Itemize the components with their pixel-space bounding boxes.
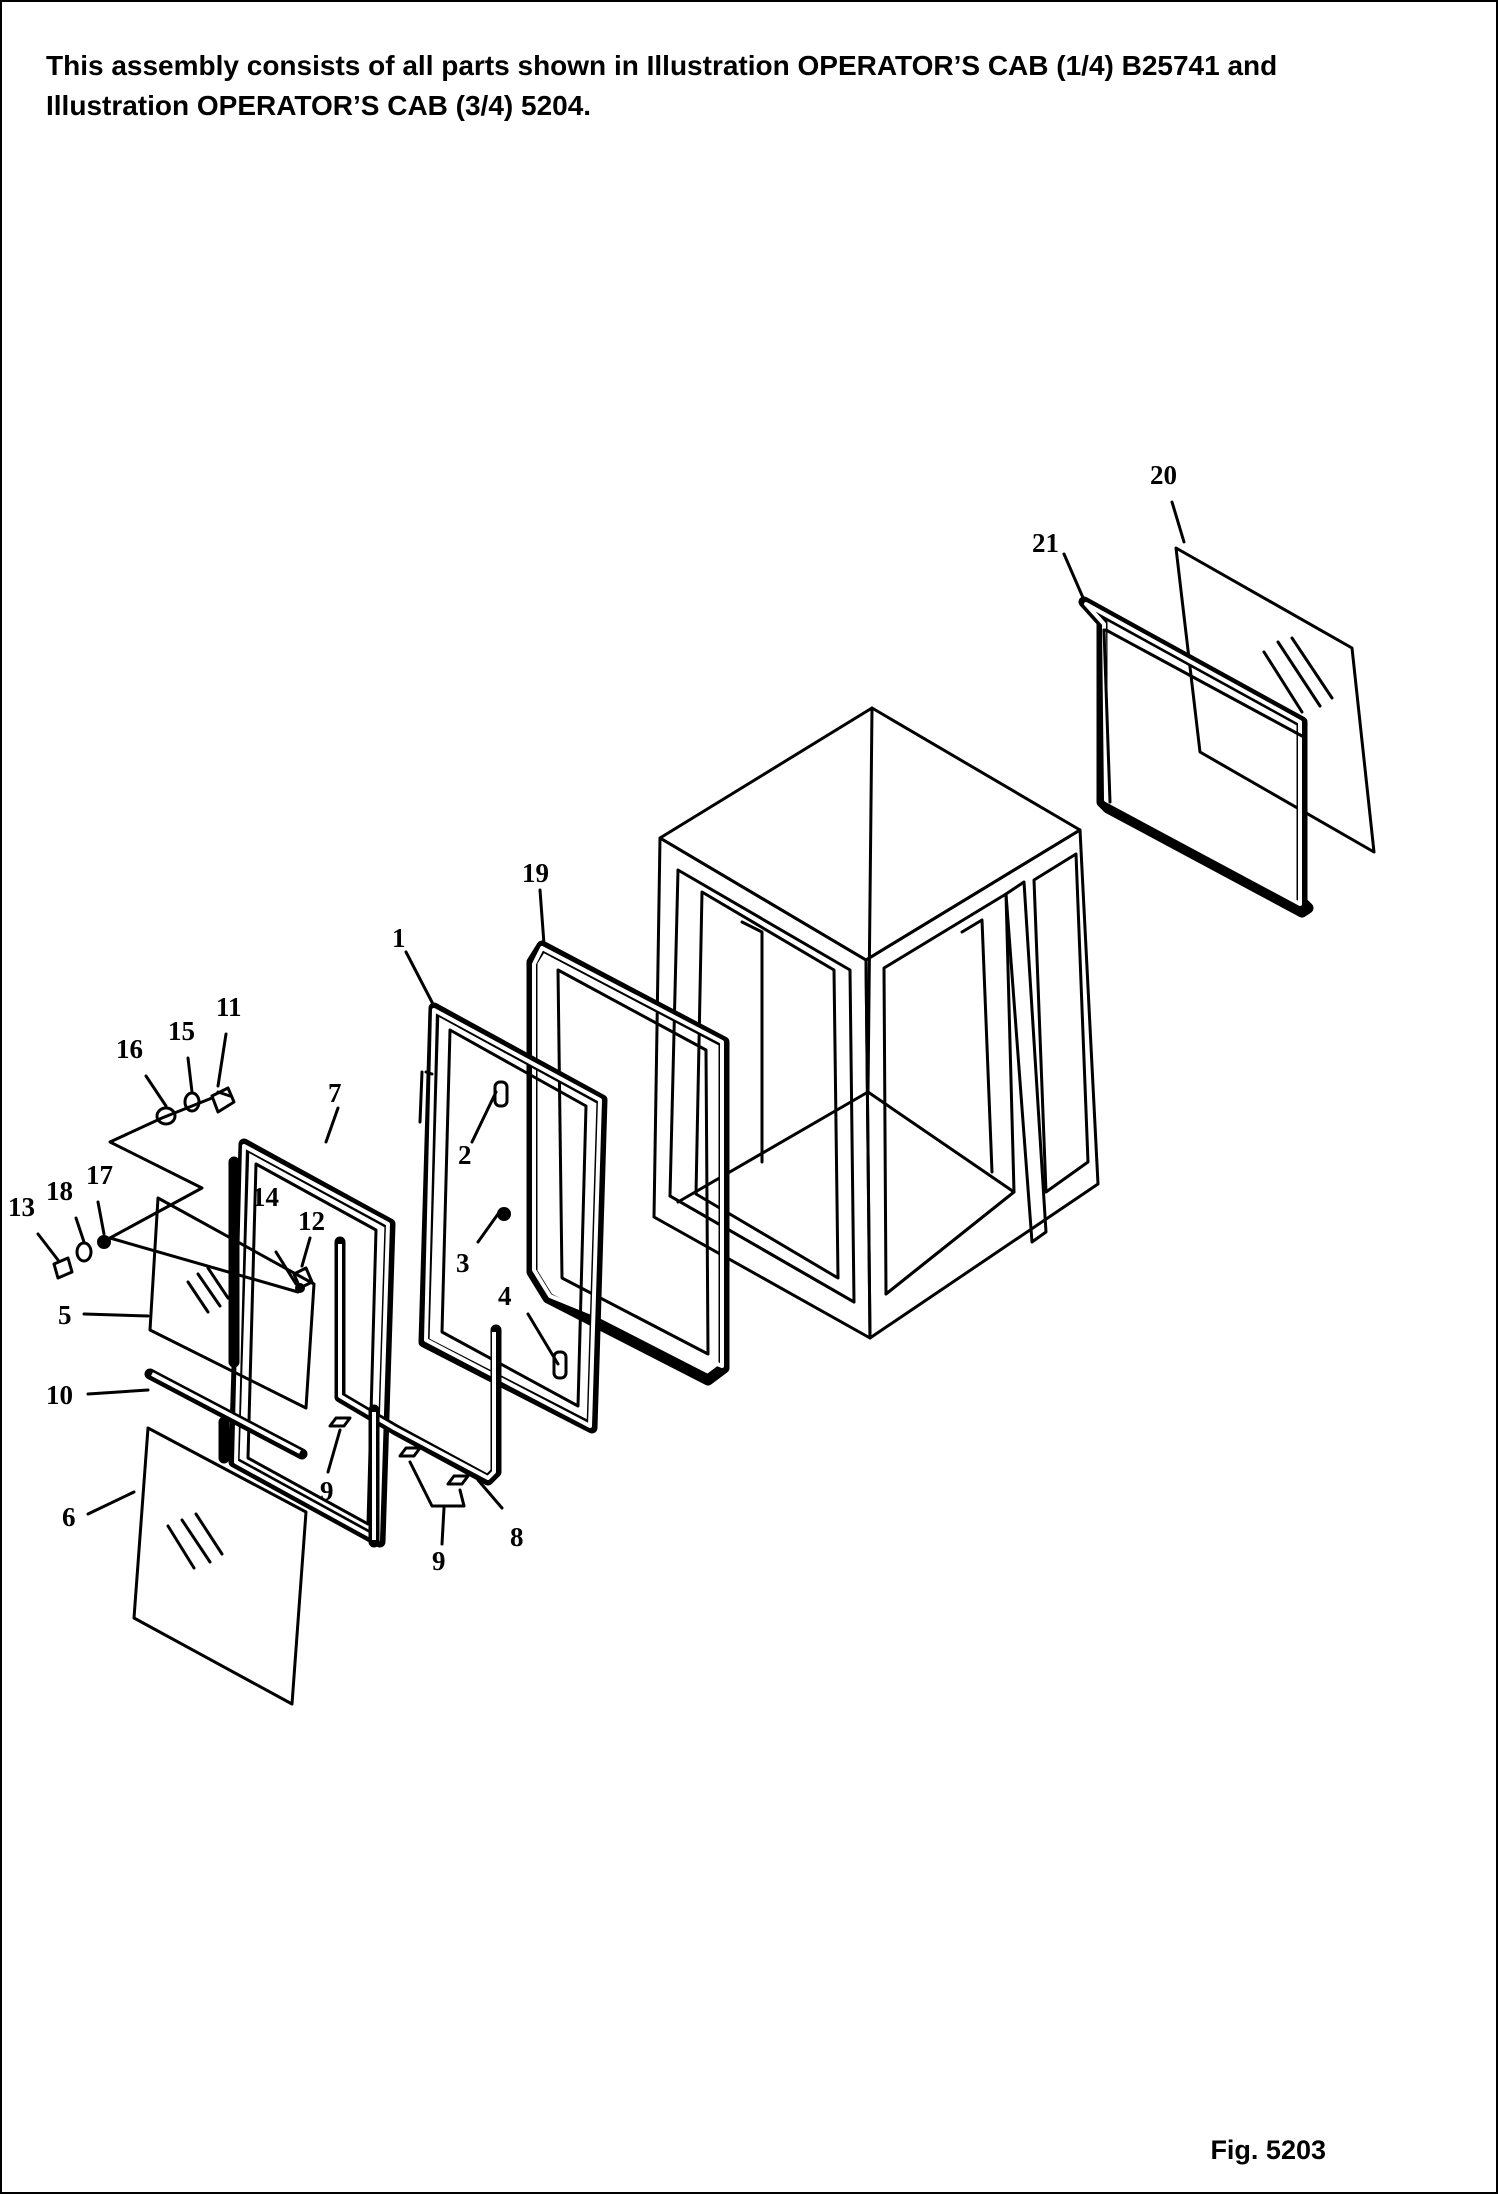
callout-6: 6 <box>62 1502 76 1532</box>
part-18-washer <box>75 1241 93 1263</box>
callout-10: 10 <box>46 1380 73 1410</box>
part-2-pad <box>493 1080 509 1108</box>
cab-body <box>652 706 1100 1340</box>
cab-inner-frame <box>740 918 994 1174</box>
part-1-window-frame <box>418 1002 608 1434</box>
callout-16: 16 <box>116 1034 143 1064</box>
callout-14: 14 <box>252 1182 279 1212</box>
cab-front-window-inner <box>694 890 840 1280</box>
part-13-knob <box>52 1256 74 1280</box>
part-19-front-weatherstrip <box>526 940 730 1386</box>
part-3-clip <box>497 1207 511 1221</box>
callout-labels: 20 21 19 1 2 3 4 7 8 9 9 5 10 6 11 15 16… <box>8 460 1177 1576</box>
callout-15: 15 <box>168 1016 195 1046</box>
callout-18: 18 <box>46 1176 73 1206</box>
cab-rear-pillar <box>676 706 1016 1204</box>
callout-12: 12 <box>298 1206 325 1236</box>
callout-19: 19 <box>522 858 549 888</box>
callout-20: 20 <box>1150 460 1177 490</box>
callout-21: 21 <box>1032 528 1059 558</box>
part-9-clip-a <box>328 1416 352 1428</box>
callout-9-b: 9 <box>432 1546 446 1576</box>
latch-leader <box>108 1236 300 1294</box>
callout-9-a: 9 <box>320 1476 334 1506</box>
callout-13: 13 <box>8 1192 35 1222</box>
part-6-lower-glass <box>132 1426 308 1706</box>
callout-2: 2 <box>458 1140 472 1170</box>
callout-17: 17 <box>86 1160 113 1190</box>
part-9-clip-b <box>398 1446 470 1508</box>
callout-5: 5 <box>58 1300 72 1330</box>
callout-1: 1 <box>392 923 406 953</box>
part-5-upper-glass <box>148 1196 316 1410</box>
part-11-handle <box>210 1086 236 1114</box>
part-10-sash-bar <box>144 1156 308 1464</box>
leader-lines <box>36 500 1186 1546</box>
part-17-nut <box>97 1235 111 1249</box>
figure-label: Fig. 5203 <box>1210 2135 1326 2165</box>
part-20-rear-glass <box>1174 546 1376 854</box>
cab-door-window <box>1032 852 1090 1194</box>
part-16-spacer <box>155 1106 177 1126</box>
part-12-latch <box>292 1266 314 1290</box>
callout-4: 4 <box>498 1281 512 1311</box>
cab-side-face <box>864 828 1100 1340</box>
part-21-rear-weatherstrip <box>1078 596 1314 918</box>
callout-8: 8 <box>510 1522 524 1552</box>
part-8-channel-seal <box>334 1236 502 1548</box>
assembly-note: This assembly consists of all parts show… <box>46 46 1446 126</box>
hardware-group-bracket <box>108 1096 214 1240</box>
cab-floor-line <box>668 1190 1016 1304</box>
cab-door-pillar <box>1004 880 1048 1244</box>
callout-7: 7 <box>328 1078 342 1108</box>
assembly-note-line-1: This assembly consists of all parts show… <box>46 50 1278 81</box>
cab-side-window-opening <box>882 892 1016 1296</box>
callout-3: 3 <box>456 1248 470 1278</box>
callout-11: 11 <box>216 992 242 1022</box>
part-4-pad <box>552 1350 568 1380</box>
assembly-note-line-2: Illustration OPERATOR’S CAB (3/4) 5204. <box>46 90 592 121</box>
